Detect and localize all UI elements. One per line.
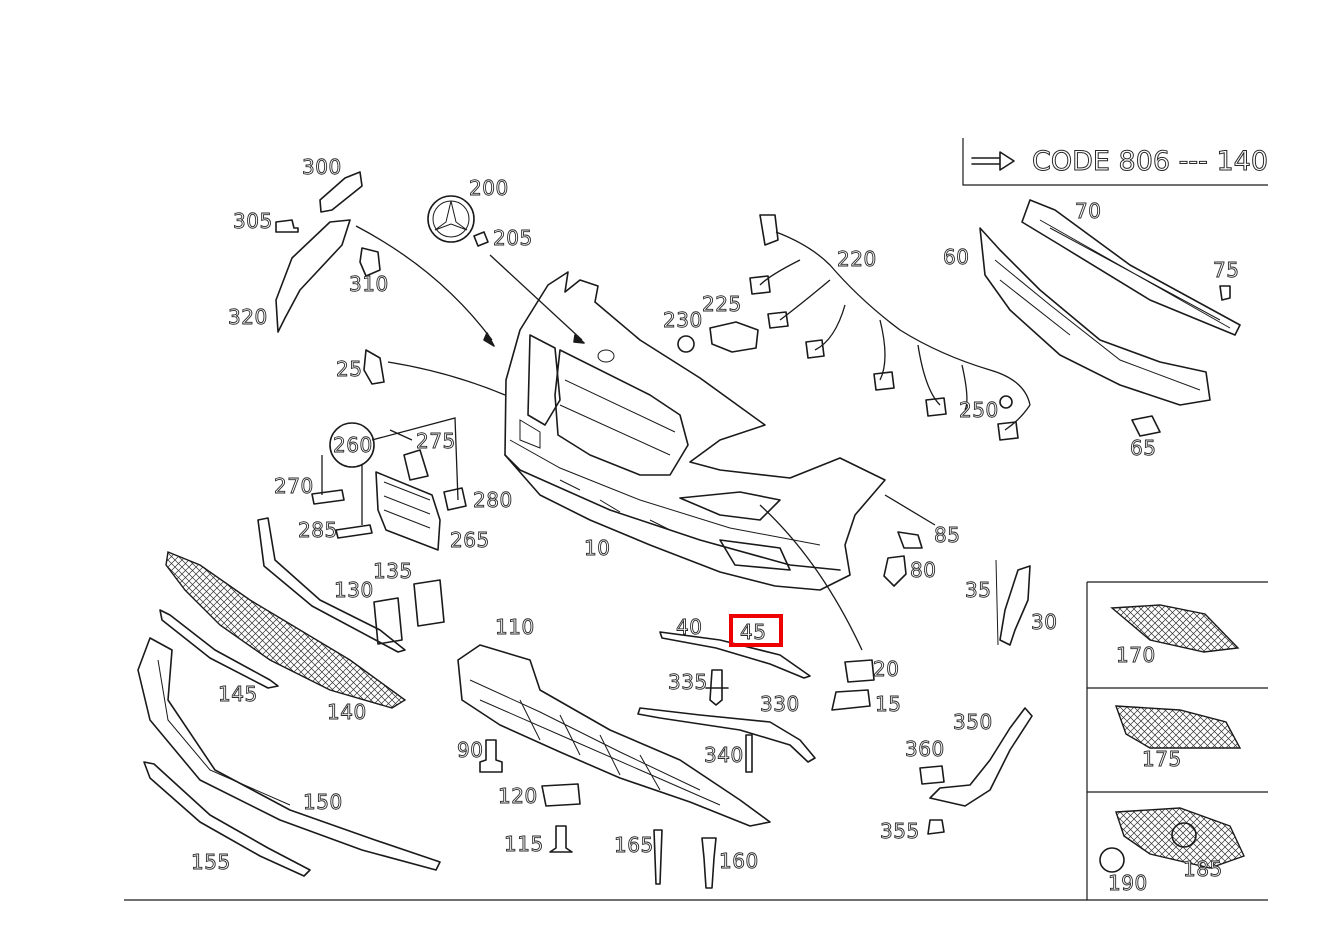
label-265: 265 xyxy=(450,528,490,552)
label-80: 80 xyxy=(910,558,936,582)
label-230: 230 xyxy=(663,308,703,332)
label-155: 155 xyxy=(191,850,231,874)
label-85: 85 xyxy=(934,523,960,547)
label-220: 220 xyxy=(837,247,877,271)
label-205: 205 xyxy=(493,226,533,250)
bumper-cover xyxy=(504,271,886,591)
license-plate-bracket-group xyxy=(311,417,467,551)
label-135: 135 xyxy=(373,559,413,583)
label-300: 300 xyxy=(302,155,342,179)
label-260: 260 xyxy=(333,433,373,457)
label-185: 185 xyxy=(1183,857,1223,881)
right-side-bracket xyxy=(995,559,1031,646)
label-285: 285 xyxy=(298,518,338,542)
label-225: 225 xyxy=(702,292,742,316)
label-20: 20 xyxy=(873,657,899,681)
highlight-box-part-45[interactable] xyxy=(729,614,783,647)
label-160: 160 xyxy=(719,849,759,873)
lower-mesh-grille xyxy=(165,551,407,709)
label-320: 320 xyxy=(228,305,268,329)
label-70: 70 xyxy=(1075,199,1101,223)
label-340: 340 xyxy=(704,743,744,767)
upper-crossmember xyxy=(979,199,1241,437)
label-170: 170 xyxy=(1116,643,1156,667)
right-lower-bracket xyxy=(919,707,1033,835)
label-165: 165 xyxy=(614,833,654,857)
label-360: 360 xyxy=(905,737,945,761)
tow-hook-covers xyxy=(831,659,875,711)
trim-strips xyxy=(137,609,441,877)
label-335: 335 xyxy=(668,670,708,694)
label-310: 310 xyxy=(349,272,389,296)
label-75: 75 xyxy=(1213,258,1239,282)
label-280: 280 xyxy=(473,488,513,512)
label-130: 130 xyxy=(334,578,374,602)
part-labels: 300 305 320 310 200 205 25 260 275 270 2… xyxy=(191,155,1240,896)
label-90: 90 xyxy=(457,738,483,762)
label-25: 25 xyxy=(336,357,362,381)
label-30: 30 xyxy=(1031,610,1057,634)
code-note: CODE 806 --- 140 xyxy=(962,138,1269,186)
label-200: 200 xyxy=(469,176,509,200)
label-115: 115 xyxy=(504,832,544,856)
label-305: 305 xyxy=(233,209,273,233)
label-175: 175 xyxy=(1142,747,1182,771)
label-270: 270 xyxy=(274,474,314,498)
label-350: 350 xyxy=(953,710,993,734)
label-330: 330 xyxy=(760,692,800,716)
code-note-text: CODE 806 --- 140 xyxy=(1032,146,1268,177)
label-35: 35 xyxy=(965,578,991,602)
label-15: 15 xyxy=(875,692,901,716)
star-emblem xyxy=(427,195,585,344)
underbody-panel xyxy=(457,644,771,827)
label-40: 40 xyxy=(676,615,702,639)
label-110: 110 xyxy=(495,615,535,639)
clip-25 xyxy=(363,349,506,396)
label-150: 150 xyxy=(303,790,343,814)
label-140: 140 xyxy=(327,700,367,724)
fasteners xyxy=(479,669,753,889)
label-45: 45 xyxy=(740,620,766,644)
label-65: 65 xyxy=(1130,436,1156,460)
clip-80-85 xyxy=(883,494,936,587)
label-250: 250 xyxy=(959,398,999,422)
left-side-bracket xyxy=(275,171,495,347)
label-145: 145 xyxy=(218,682,258,706)
label-355: 355 xyxy=(880,819,920,843)
label-10: 10 xyxy=(584,536,610,560)
label-60: 60 xyxy=(943,245,969,269)
grille-frame xyxy=(257,517,445,653)
label-120: 120 xyxy=(498,784,538,808)
label-275: 275 xyxy=(416,429,456,453)
parking-sensor-harness xyxy=(677,214,1031,441)
label-190: 190 xyxy=(1108,871,1148,895)
inset-panels xyxy=(1086,581,1268,901)
